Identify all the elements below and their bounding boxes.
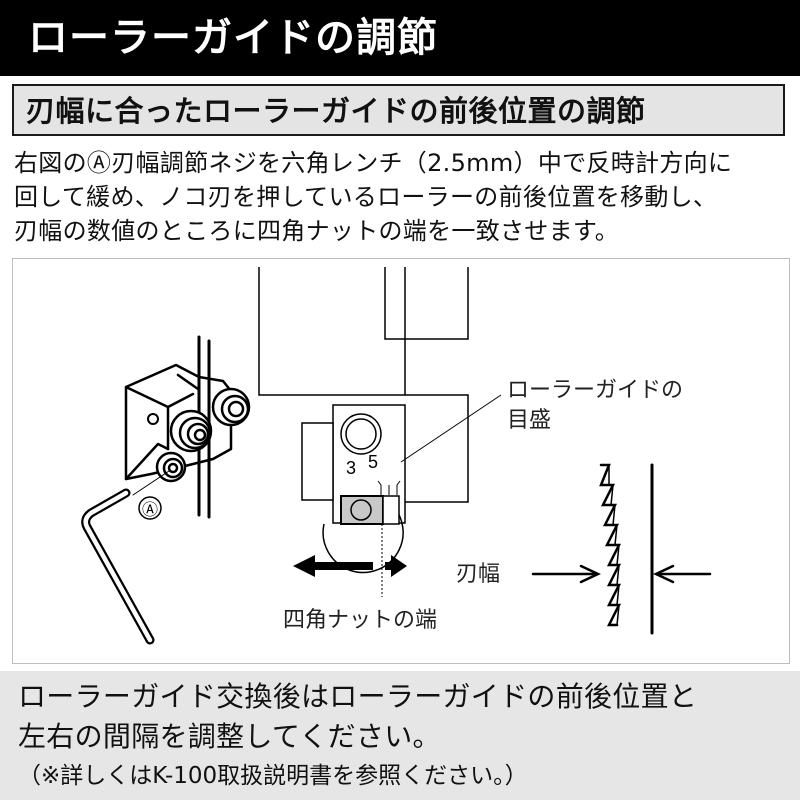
roller-guide-diagram: Ⓐ 3 5: [81, 267, 712, 645]
nut-edge-label: 四角ナットの端: [283, 608, 438, 633]
instruction-line: 刃幅の数値のところに四角ナットの端を一致させます。: [14, 217, 620, 245]
instructions-text: 右図のⒶ刃幅調節ネジを六角レンチ（2.5mm）中で反時計方向に 回して緩め、ノコ…: [14, 146, 794, 248]
callout-a-label: Ⓐ: [142, 501, 158, 519]
diagram-figure: Ⓐ 3 5: [12, 258, 790, 664]
scale-label-line2: 目盛: [507, 408, 552, 433]
top-view-illustration: [258, 267, 502, 597]
note-line-2: 左右の間隔を調整してください。: [18, 720, 441, 753]
scale-label: ローラーガイドの 目盛: [507, 377, 683, 435]
note-line-1: ローラーガイド交換後はローラーガイドの前後位置と: [18, 680, 698, 713]
scale-number-5: 5: [368, 452, 378, 472]
section-heading: 刃幅に合ったローラーガイドの前後位置の調節: [26, 94, 646, 128]
blade-width-label: 刃幅: [456, 562, 501, 587]
scale-label-line1: ローラーガイドの: [507, 378, 684, 403]
move-direction-arrows: [293, 555, 407, 577]
instruction-line: 回して緩め、ノコ刃を押しているローラーの前後位置を移動し、: [14, 183, 718, 211]
instruction-line: 右図のⒶ刃幅調節ネジを六角レンチ（2.5mm）中で反時計方向に: [14, 149, 733, 177]
page-title: ローラーガイドの調節: [28, 15, 438, 61]
note-section: ローラーガイド交換後はローラーガイドの前後位置と 左右の間隔を調整してください。…: [0, 671, 800, 800]
blade-width-illustration: [531, 463, 712, 635]
title-bar: ローラーガイドの調節: [0, 0, 800, 76]
saw-teeth: [599, 463, 622, 627]
roller-guide-illustration: [81, 335, 251, 645]
scale-number-3: 3: [346, 458, 356, 478]
section-heading-box: 刃幅に合ったローラーガイドの前後位置の調節: [12, 84, 785, 136]
note-reference: （※詳しくはK-100取扱説明書を参照ください。）: [18, 763, 528, 789]
